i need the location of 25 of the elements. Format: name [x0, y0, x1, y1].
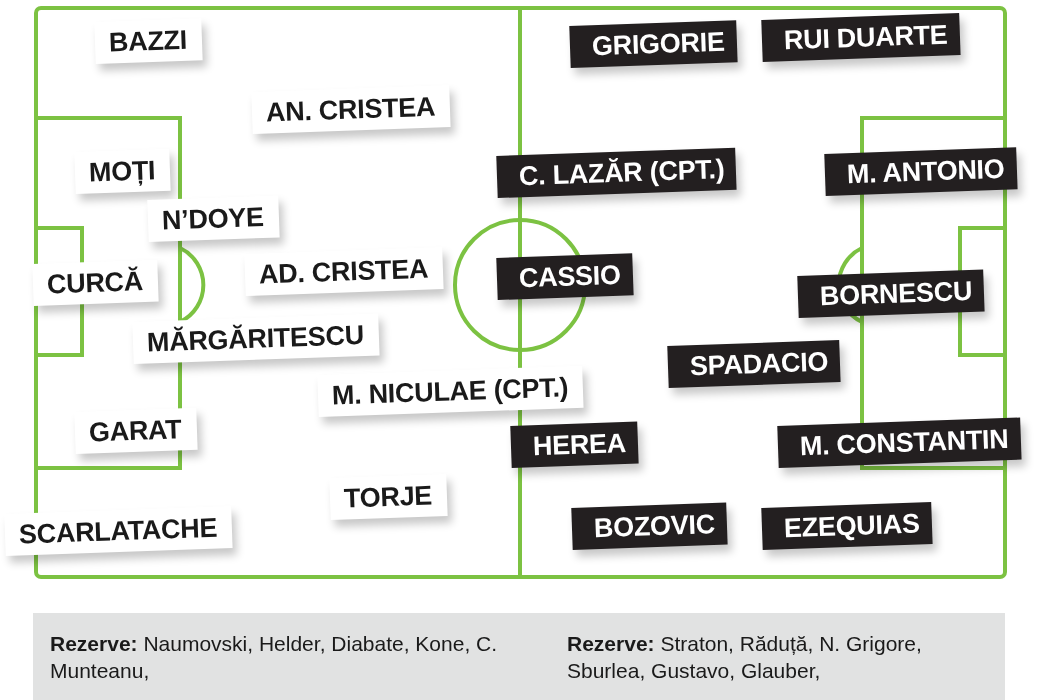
- player-name-tag: M. NICULAE (CPT.): [317, 365, 584, 417]
- player-name-tag: BORNESCU: [797, 269, 985, 318]
- player-name-tag: N’DOYE: [147, 195, 280, 242]
- player-name-tag: CASSIO: [496, 253, 634, 300]
- player-name-tag: RUI DUARTE: [761, 13, 961, 62]
- player-name-tag: MĂRGĂRITESCU: [132, 313, 380, 364]
- player-name-tag: SPADACIO: [667, 340, 841, 388]
- reserves-list: Rezerve: Straton, Răduță, N. Grigore, Sburlea, Gustavo, Glauber,: [567, 630, 997, 684]
- player-name-tag: MOȚI: [74, 148, 171, 194]
- player-name-tag: TORJE: [329, 473, 448, 520]
- reserves-list: Rezerve: Naumovski, Helder, Diabate, Kone, C. Munteanu,: [50, 630, 530, 684]
- player-name-tag: GRIGORIE: [569, 20, 738, 68]
- player-name-tag: AD. CRISTEA: [244, 247, 444, 296]
- player-name-tag: BAZZI: [94, 18, 203, 64]
- player-name-tag: C. LAZĂR (CPT.): [496, 147, 738, 198]
- player-name-tag: AN. CRISTEA: [251, 85, 451, 134]
- player-name-tag: SCARLATACHE: [4, 506, 233, 556]
- player-name-tag: EZEQUIAS: [761, 502, 933, 550]
- player-name-tag: HEREA: [510, 421, 639, 468]
- reserves-panel: [33, 613, 1005, 700]
- player-name-tag: CURCĂ: [32, 259, 159, 306]
- player-name-tag: M. CONSTANTIN: [777, 417, 1022, 468]
- player-name-tag: M. ANTONIO: [824, 147, 1018, 196]
- player-name-tag: BOZOVIC: [571, 502, 728, 550]
- player-name-tag: GARAT: [74, 407, 198, 454]
